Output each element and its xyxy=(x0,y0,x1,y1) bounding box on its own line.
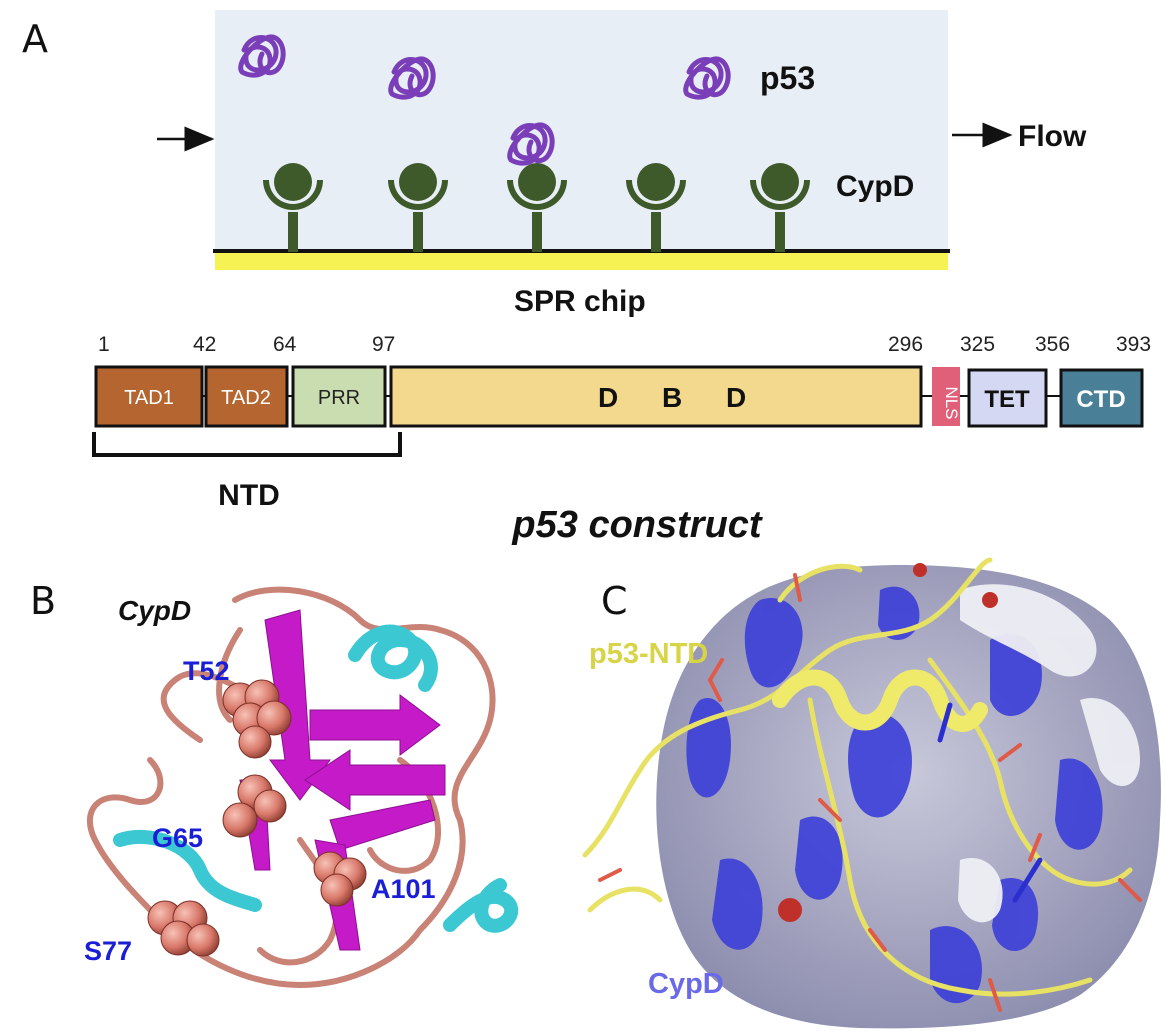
dbd-label: D B D xyxy=(598,382,764,413)
cypd-surface-label: CypD xyxy=(648,968,724,1000)
p53-label: p53 xyxy=(760,60,815,96)
residue-number: 325 xyxy=(960,333,995,356)
residue-number: 393 xyxy=(1116,333,1151,356)
prr-label: PRR xyxy=(318,387,360,409)
cypd-ribbon-structure xyxy=(87,586,519,989)
cypd-receptor-label: CypD xyxy=(836,170,914,203)
residue-sphere-t52 xyxy=(222,679,292,759)
alpha-helix xyxy=(443,878,519,933)
residue-number: 1 xyxy=(98,333,110,356)
cypd-receptor xyxy=(750,163,810,252)
tad1-label: TAD1 xyxy=(124,387,174,409)
domain-tad1 xyxy=(94,365,204,428)
domain-prr xyxy=(291,365,387,428)
residue-sphere-g65 xyxy=(222,774,287,838)
construct-title: p53 construct xyxy=(511,504,763,546)
domain-tet xyxy=(967,368,1048,428)
p53-protein xyxy=(388,56,436,100)
residue-number: 64 xyxy=(273,333,297,356)
construct-domains xyxy=(94,365,1144,428)
residue-label-a101: A101 xyxy=(371,874,436,904)
residue-label-g65: G65 xyxy=(152,823,203,853)
alpha-helix xyxy=(348,624,438,692)
cypd-receptor xyxy=(263,163,323,252)
cypd-structure-title: CypD xyxy=(118,595,191,626)
panel-b-letter: B xyxy=(30,579,56,623)
cypd-receptor xyxy=(507,163,567,252)
residue-sphere-s77 xyxy=(147,900,220,957)
domain-tad2 xyxy=(204,365,289,428)
tet-label: TET xyxy=(984,386,1030,413)
residue-number: 97 xyxy=(372,333,395,356)
domain-nls xyxy=(932,367,960,426)
residue-number: 42 xyxy=(193,333,216,356)
p53-protein xyxy=(683,56,731,100)
alpha-helix xyxy=(113,829,262,912)
tad2-label: TAD2 xyxy=(221,387,271,409)
spr-flow-cell xyxy=(215,10,948,255)
domain-dbd xyxy=(389,365,923,428)
beta-strand xyxy=(309,694,441,756)
flow-label: Flow xyxy=(1018,120,1087,153)
panel-a-letter: A xyxy=(22,17,48,61)
ntd-label: NTD xyxy=(218,479,280,512)
residue-number: 296 xyxy=(888,333,923,356)
residue-spheres xyxy=(147,679,367,957)
residue-number: 356 xyxy=(1035,333,1070,356)
residue-label-s77: S77 xyxy=(84,936,132,966)
p53-protein xyxy=(507,122,555,166)
ctd-label: CTD xyxy=(1076,386,1125,413)
p53-protein xyxy=(238,34,286,78)
p53-ntd-label: p53-NTD xyxy=(589,638,708,670)
residue-numbers: 1 42 64 97 296 325 356 393 xyxy=(98,333,1151,356)
beta-strand xyxy=(329,799,436,851)
beta-strand xyxy=(304,749,446,811)
domain-ctd xyxy=(1059,368,1144,428)
cypd-receptor xyxy=(626,163,686,252)
cypd-receptors xyxy=(263,163,810,252)
residue-sphere-a101 xyxy=(313,851,367,907)
residue-label-t52: T52 xyxy=(183,656,230,686)
nls-label: NLS xyxy=(942,386,961,419)
ntd-bracket xyxy=(92,432,402,457)
spr-chip-label: SPR chip xyxy=(514,285,646,318)
spr-chip-surface xyxy=(215,250,948,270)
panel-c-letter: C xyxy=(601,579,628,623)
p53-proteins xyxy=(238,34,731,166)
cypd-surface-structure xyxy=(582,557,1161,1029)
cypd-receptor xyxy=(388,163,448,252)
